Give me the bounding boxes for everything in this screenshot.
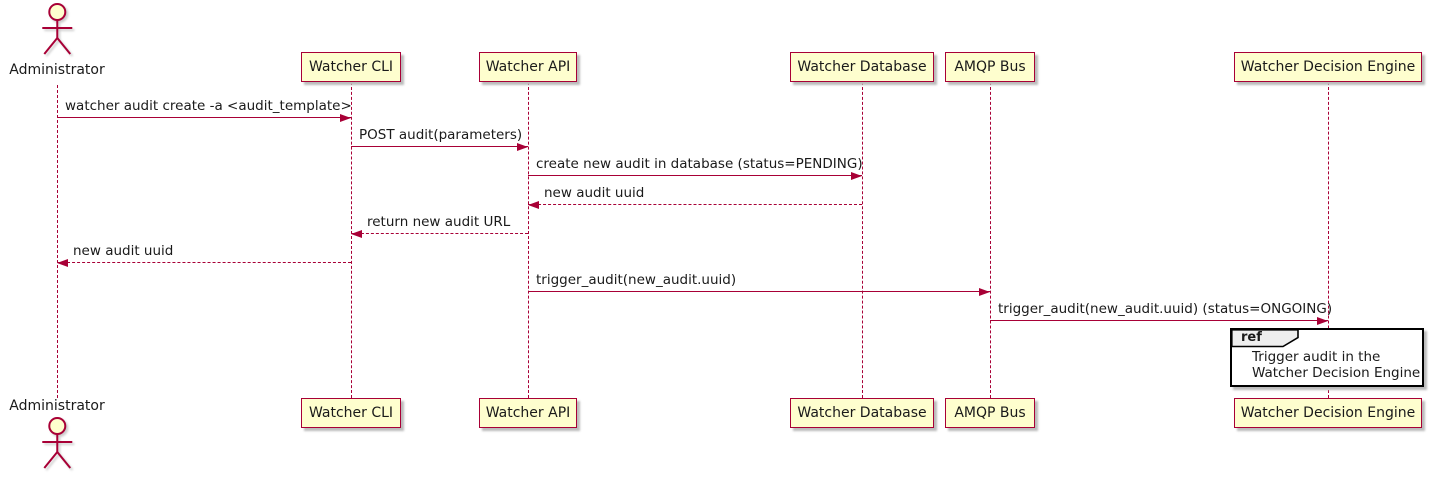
participant-label: AMQP Bus <box>954 405 1026 421</box>
actor-label: Administrator <box>9 398 105 414</box>
ref-fragment: ref Trigger audit in the Watcher Decisio… <box>1230 328 1424 387</box>
lifeline-participant <box>351 82 352 398</box>
message-arrowhead <box>351 229 362 238</box>
message-label: watcher audit create -a <audit_template> <box>65 98 352 114</box>
message-arrowhead <box>1317 316 1328 325</box>
participant-box: Watcher Decision Engine <box>1234 398 1422 428</box>
actor-administrator-bottom: Administrator <box>9 398 105 474</box>
participant-label: Watcher Database <box>797 59 927 75</box>
participant-label: Watcher API <box>485 59 571 75</box>
participant-box: Watcher CLI <box>301 52 401 82</box>
message-arrowhead <box>57 258 68 267</box>
participant-box: Watcher Database <box>790 398 934 428</box>
message-line <box>528 291 990 292</box>
participant-box: AMQP Bus <box>945 52 1035 82</box>
participant-label: Watcher Decision Engine <box>1240 59 1416 75</box>
ref-content: Trigger audit in the Watcher Decision En… <box>1252 349 1421 381</box>
message-label: return new audit URL <box>367 214 511 230</box>
participant-label: AMQP Bus <box>954 59 1026 75</box>
lifeline-participant <box>990 82 991 398</box>
participant-box: AMQP Bus <box>945 398 1035 428</box>
ref-keyword-label: ref <box>1241 330 1262 345</box>
actor-label: Administrator <box>9 62 105 78</box>
message-label: trigger_audit(new_audit.uuid) (status=ON… <box>998 301 1333 317</box>
participant-box: Watcher API <box>479 52 577 82</box>
message-label: trigger_audit(new_audit.uuid) <box>536 272 737 288</box>
message-line <box>351 146 528 147</box>
participant-box: Watcher API <box>479 398 577 428</box>
message-line <box>351 233 528 234</box>
message-line <box>57 262 351 263</box>
message-arrowhead <box>528 200 539 209</box>
participant-label: Watcher CLI <box>308 405 394 421</box>
actor-administrator-top: Administrator <box>9 2 105 78</box>
message-label: new audit uuid <box>544 185 645 201</box>
message-line <box>528 204 862 205</box>
message-arrowhead <box>979 287 990 296</box>
message-line <box>57 117 351 118</box>
message-label: create new audit in database (status=PEN… <box>536 156 863 172</box>
message-line <box>990 320 1328 321</box>
participant-label: Watcher CLI <box>308 59 394 75</box>
participant-box: Watcher Database <box>790 52 934 82</box>
actor-head <box>48 417 66 435</box>
ref-text-line-2: Watcher Decision Engine <box>1252 364 1421 381</box>
message-line <box>528 175 862 176</box>
participant-box: Watcher CLI <box>301 398 401 428</box>
participant-label: Watcher Database <box>797 405 927 421</box>
actor-icon <box>42 417 72 469</box>
participant-label: Watcher Decision Engine <box>1240 405 1416 421</box>
message-label: new audit uuid <box>73 243 174 259</box>
lifeline-participant <box>528 82 529 398</box>
message-label: POST audit(parameters) <box>359 127 523 143</box>
actor-icon <box>42 3 72 55</box>
lifeline-participant <box>862 82 863 398</box>
message-arrowhead <box>340 113 351 122</box>
message-arrowhead <box>517 142 528 151</box>
participant-box: Watcher Decision Engine <box>1234 52 1422 82</box>
lifeline-participant <box>1328 82 1329 398</box>
lifeline-administrator <box>57 85 58 398</box>
ref-tab-shape <box>1231 329 1299 348</box>
message-arrowhead <box>851 171 862 180</box>
actor-head <box>48 3 66 21</box>
ref-text-line-1: Trigger audit in the <box>1252 349 1381 365</box>
participant-label: Watcher API <box>485 405 571 421</box>
